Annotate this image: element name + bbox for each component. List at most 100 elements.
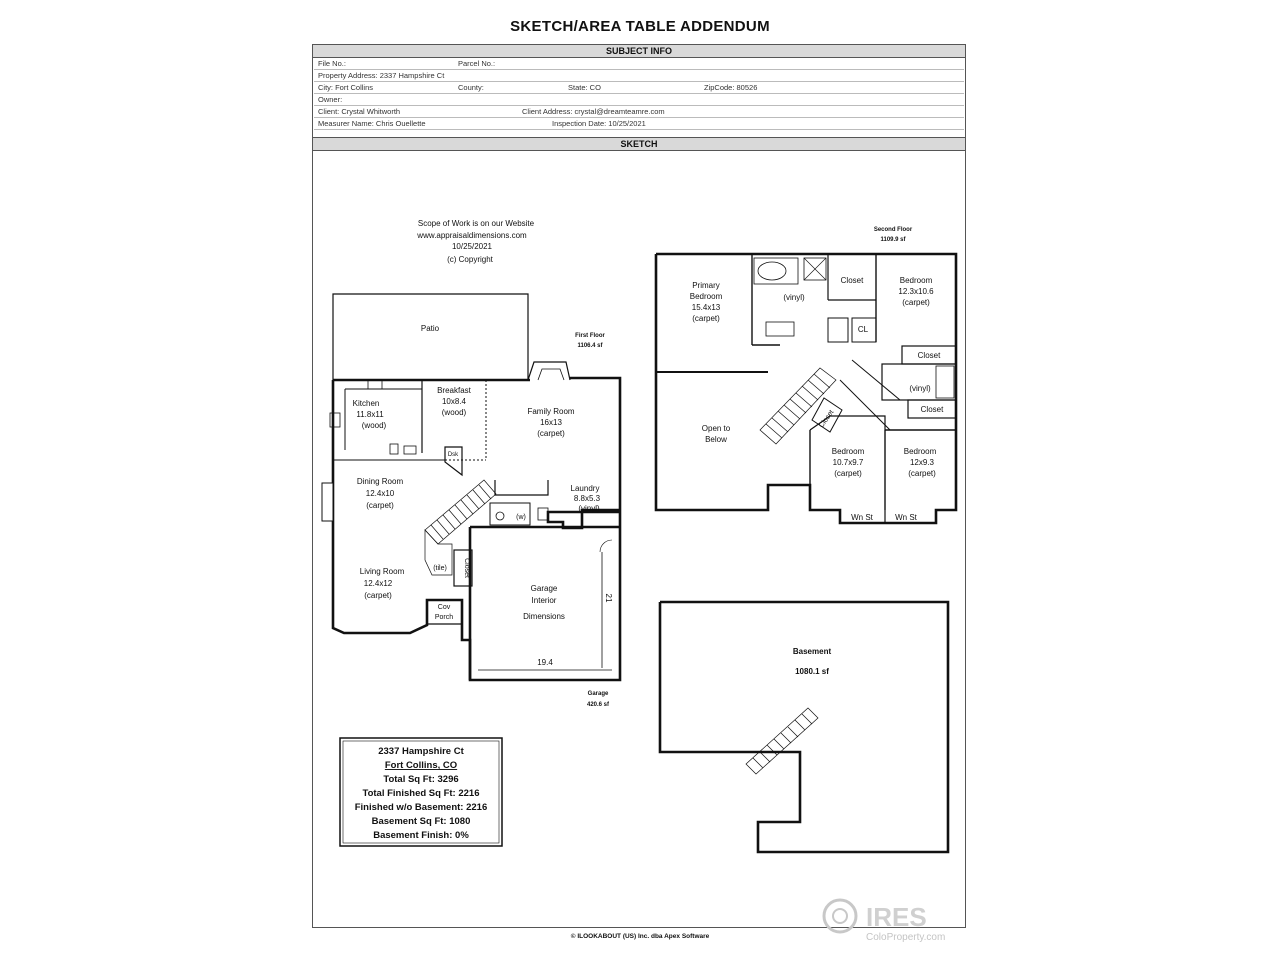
bedroom-se-dims: 12x9.3 — [910, 458, 935, 467]
cl-label: CL — [858, 325, 869, 334]
kitchen-dims: 11.8x11 — [356, 410, 384, 419]
cov-porch-label-1: Cov — [438, 604, 451, 611]
garage-dimensions-label: Dimensions — [523, 612, 565, 621]
desk-label: Dsk — [448, 452, 459, 458]
basement-label: Basement — [793, 647, 832, 656]
property-address: Property Address: 2337 Hampshire Ct — [318, 71, 445, 80]
client-address: Client Address: crystal@dreamteamre.com — [522, 107, 665, 116]
family-room-dims: 16x13 — [540, 418, 562, 427]
garage-interior-label: Interior — [532, 596, 557, 605]
ires-logo-icon — [822, 898, 858, 934]
owner: Owner: — [318, 95, 343, 104]
info-row-city: City: Fort Collins County: State: CO Zip… — [314, 82, 964, 94]
bath-right-floor: (vinyl) — [909, 384, 931, 393]
first-floor-plan — [321, 293, 622, 682]
open-to-below-2: Below — [705, 435, 727, 444]
zipcode: ZipCode: 80526 — [704, 83, 758, 92]
summary-city: Fort Collins, CO — [385, 760, 457, 771]
family-room-floor: (carpet) — [537, 429, 565, 438]
bedroom-mid-label: Bedroom — [832, 447, 865, 456]
county: County: — [458, 83, 484, 92]
living-room-label: Living Room — [360, 567, 405, 576]
basement-plan — [658, 600, 950, 854]
living-room-floor: (carpet) — [364, 591, 392, 600]
bedroom-mid-floor: (carpet) — [834, 469, 862, 478]
ires-brand: IRES — [866, 902, 927, 932]
breakfast-label: Breakfast — [437, 386, 472, 395]
closet-top-label: Closet — [841, 276, 864, 285]
second-floor-plan — [654, 252, 958, 525]
info-row-owner: Owner: — [314, 94, 964, 106]
summary-finished-wo-basement: Finished w/o Basement: 2216 — [355, 802, 488, 813]
bedroom-ne-label: Bedroom — [900, 276, 933, 285]
family-room-label: Family Room — [527, 407, 574, 416]
wn-st-1-label: Wn St — [851, 513, 874, 522]
info-row-client: Client: Crystal Whitworth Client Address… — [314, 106, 964, 118]
bedroom-ne-dims: 12.3x10.6 — [898, 287, 934, 296]
kitchen-floor: (wood) — [362, 421, 387, 430]
primary-bedroom-dims: 15.4x13 — [692, 303, 721, 312]
summary-basement-sqft: Basement Sq Ft: 1080 — [372, 816, 471, 827]
sketch-header: SKETCH — [312, 137, 966, 151]
open-to-below-1: Open to — [702, 424, 731, 433]
page-title: SKETCH/AREA TABLE ADDENDUM — [510, 18, 770, 35]
closet-right2-label: Closet — [921, 405, 944, 414]
info-row-file: File No.: Parcel No.: — [314, 58, 964, 70]
second-floor-area: 1109.9 sf — [880, 237, 906, 243]
garage-area-label: Garage — [588, 691, 609, 697]
patio-label: Patio — [421, 324, 440, 333]
washer-label: (w) — [516, 514, 526, 521]
garage-area: 420.6 sf — [587, 702, 610, 708]
living-room-dims: 12.4x12 — [364, 579, 393, 588]
bedroom-se-label: Bedroom — [904, 447, 937, 456]
summary-address: 2337 Hampshire Ct — [378, 746, 464, 757]
cov-porch-label-2: Porch — [435, 614, 453, 621]
primary-bath-floor: (vinyl) — [783, 293, 805, 302]
summary-basement-finish: Basement Finish: 0% — [373, 830, 469, 841]
website-note: www.appraisaldimensions.com — [416, 231, 527, 240]
closet-right1-label: Closet — [918, 351, 941, 360]
garage-width: 19.4 — [537, 658, 553, 667]
breakfast-floor: (wood) — [442, 408, 467, 417]
copyright-note: (c) Copyright — [447, 255, 494, 264]
bedroom-ne-floor: (carpet) — [902, 298, 930, 307]
bedroom-se-floor: (carpet) — [908, 469, 936, 478]
kitchen-label: Kitchen — [353, 399, 380, 408]
client: Client: Crystal Whitworth — [318, 107, 401, 116]
first-floor-label: First Floor — [575, 333, 605, 339]
breakfast-dims: 10x8.4 — [442, 397, 467, 406]
measurer: Measurer Name: Chris Ouellette — [318, 119, 426, 128]
basement-area: 1080.1 sf — [795, 667, 829, 676]
ires-site: ColoProperty.com — [866, 932, 945, 943]
closet-vertical-label: Closet — [463, 558, 470, 578]
footer-copyright: © ILOOKABOUT (US) Inc. dba Apex Software — [570, 933, 710, 940]
info-row-address: Property Address: 2337 Hampshire Ct — [314, 70, 964, 82]
dining-room-label: Dining Room — [357, 477, 404, 486]
info-row-measurer: Measurer Name: Chris Ouellette Inspectio… — [314, 118, 964, 130]
city: City: Fort Collins — [318, 83, 374, 92]
tile-label: (tile) — [433, 565, 447, 572]
summary-total-finished: Total Finished Sq Ft: 2216 — [362, 788, 479, 799]
laundry-dims: 8.8x5.3 — [574, 494, 601, 503]
file-no: File No.: — [318, 59, 346, 68]
inspection-date: Inspection Date: 10/25/2021 — [552, 119, 646, 128]
dining-room-floor: (carpet) — [366, 501, 394, 510]
summary-box: 2337 Hampshire Ct Fort Collins, CO Total… — [339, 737, 503, 847]
summary-total: Total Sq Ft: 3296 — [383, 774, 458, 785]
garage-label: Garage — [531, 584, 558, 593]
date-note: 10/25/2021 — [452, 242, 493, 251]
state: State: CO — [568, 83, 601, 92]
parcel-no: Parcel No.: — [458, 59, 496, 68]
bedroom-mid-dims: 10.7x9.7 — [833, 458, 864, 467]
first-floor-area: 1106.4 sf — [577, 343, 603, 349]
primary-bedroom-label-1: Primary — [692, 281, 720, 290]
laundry-floor: (vinyl) — [578, 504, 600, 513]
garage-depth: 21 — [604, 594, 613, 603]
wn-st-2-label: Wn St — [895, 513, 918, 522]
primary-bedroom-label-2: Bedroom — [690, 292, 723, 301]
subject-info-header: SUBJECT INFO — [312, 44, 966, 58]
laundry-label: Laundry — [571, 484, 600, 493]
primary-bedroom-floor: (carpet) — [692, 314, 720, 323]
second-floor-label: Second Floor — [874, 227, 913, 233]
